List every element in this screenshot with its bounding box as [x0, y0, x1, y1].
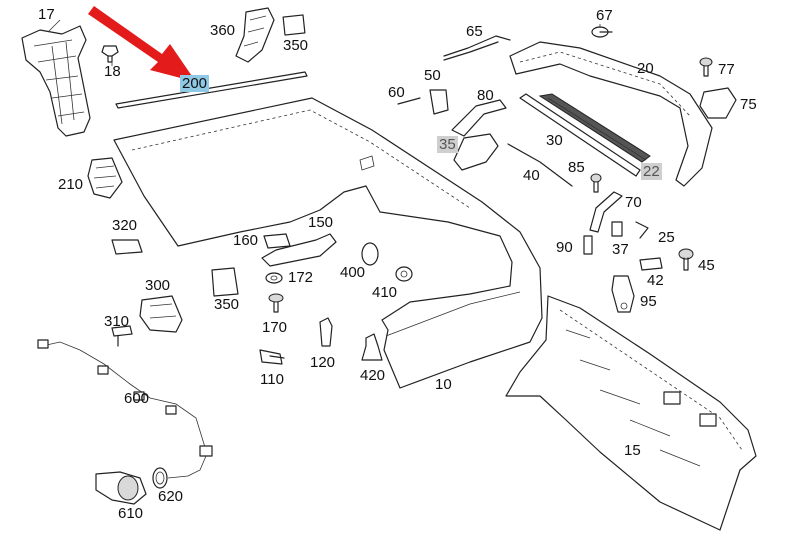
part-75-bracket — [699, 87, 737, 119]
callout-77: 77 — [718, 61, 735, 78]
part-25-clip — [635, 221, 649, 239]
callout-37: 37 — [612, 241, 629, 258]
callout-150: 150 — [308, 214, 334, 231]
callout-620: 620 — [158, 488, 184, 505]
callout-600: 600 — [124, 390, 150, 407]
part-40-rod — [507, 143, 573, 187]
callout-172: 172 — [288, 269, 314, 286]
callout-10: 10 — [435, 376, 452, 393]
callout-35[interactable]: 35 — [437, 136, 458, 153]
part-77-screw — [699, 57, 713, 77]
callout-400: 400 — [340, 264, 366, 281]
callout-95: 95 — [640, 293, 657, 310]
callout-20: 20 — [637, 60, 654, 77]
callout-45: 45 — [698, 257, 715, 274]
part-210-sensor-holder — [87, 157, 123, 199]
part-42-holder — [639, 257, 663, 271]
callout-22[interactable]: 22 — [641, 163, 662, 180]
callout-18: 18 — [104, 63, 121, 80]
callout-170: 170 — [262, 319, 288, 336]
part-90-clip — [583, 235, 593, 255]
callout-75: 75 — [740, 96, 757, 113]
callout-360: 360 — [210, 22, 236, 39]
part-200-strip — [115, 71, 308, 109]
callout-350-top: 350 — [283, 37, 309, 54]
part-350-module — [211, 267, 239, 297]
callout-200[interactable]: 200 — [180, 75, 210, 92]
callout-420: 420 — [360, 367, 386, 384]
part-22-strip — [538, 93, 651, 163]
part-50-bracket — [429, 89, 449, 115]
part-70-curved-trim — [589, 191, 623, 233]
part-15-bumper-carrier — [505, 295, 757, 531]
part-360-bracket — [235, 7, 275, 63]
callout-610: 610 — [118, 505, 144, 522]
callout-30: 30 — [546, 132, 563, 149]
callout-25: 25 — [658, 229, 675, 246]
callout-85: 85 — [568, 159, 585, 176]
callout-300: 300 — [145, 277, 171, 294]
part-170-screw — [268, 293, 284, 313]
part-620-ring — [152, 467, 168, 489]
callout-110: 110 — [260, 371, 284, 388]
callout-410: 410 — [372, 284, 398, 301]
part-300-bracket — [139, 295, 183, 333]
callout-210: 210 — [58, 176, 84, 193]
part-310-pin — [111, 325, 133, 347]
part-172-washer — [265, 272, 283, 284]
part-610-sensor — [95, 471, 147, 505]
part-160-clip — [263, 233, 291, 249]
callout-90: 90 — [556, 239, 573, 256]
part-18-clip — [101, 45, 119, 63]
callout-350-mid: 350 — [214, 296, 240, 313]
part-95-bracket — [611, 275, 635, 313]
part-400-disc — [361, 242, 379, 266]
leader-lines — [47, 19, 601, 66]
part-350-block-top — [282, 14, 306, 36]
part-65-rod — [443, 35, 511, 61]
part-150-bracket — [261, 233, 337, 267]
callout-67: 67 — [596, 7, 613, 24]
part-120-pin — [319, 317, 333, 347]
part-60-pin — [397, 97, 421, 105]
part-67-cap — [591, 26, 613, 38]
callout-50: 50 — [424, 67, 441, 84]
callout-40: 40 — [523, 167, 540, 184]
callout-70: 70 — [625, 194, 642, 211]
callout-65: 65 — [466, 23, 483, 40]
part-410-grommet — [395, 266, 413, 282]
callout-80: 80 — [477, 87, 494, 104]
part-35-bracket — [453, 133, 499, 171]
callout-42: 42 — [647, 272, 664, 289]
part-80-curved-trim — [451, 99, 507, 137]
callout-17: 17 — [38, 6, 55, 23]
part-110-push-pin — [259, 349, 285, 365]
callout-310: 310 — [104, 313, 130, 330]
callout-60: 60 — [388, 84, 405, 101]
part-37-clip — [611, 221, 623, 237]
red-arrow-icon — [88, 6, 196, 82]
callout-320: 320 — [112, 217, 138, 234]
callout-160: 160 — [233, 232, 259, 249]
part-600-harness — [37, 339, 213, 479]
callout-120: 120 — [310, 354, 336, 371]
part-85-screw — [590, 173, 602, 193]
part-45-screw — [678, 248, 694, 271]
part-10-bumper-cover — [113, 97, 543, 389]
part-420-clip — [361, 333, 383, 361]
part-30-strip — [519, 93, 641, 177]
callout-15: 15 — [624, 442, 641, 459]
part-20-trim-bar — [509, 41, 713, 187]
part-17-bracket — [21, 25, 91, 137]
part-320-module — [111, 239, 143, 255]
